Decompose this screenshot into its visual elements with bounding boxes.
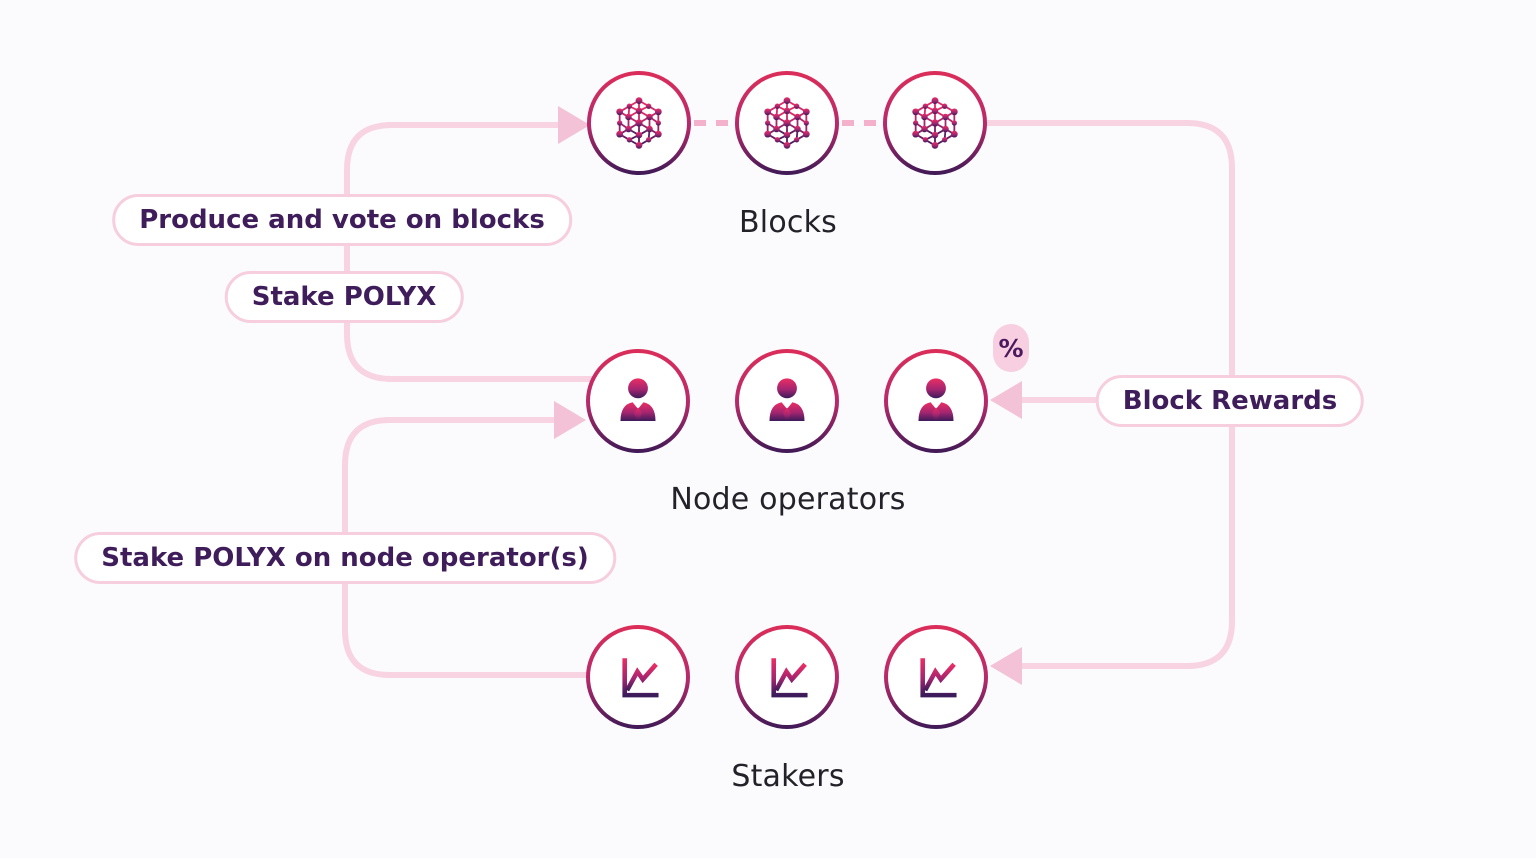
arrow-into-staker-3-icon: [990, 647, 1022, 685]
node-operator-node: [586, 349, 690, 453]
staker-node: [586, 625, 690, 729]
arrow-into-node-operators-icon: [554, 401, 586, 439]
percent-badge: %: [993, 324, 1029, 372]
produce-vote-label: Produce and vote on blocks: [112, 194, 572, 246]
line-chart-icon: [609, 648, 667, 706]
business-person-icon: [758, 372, 816, 430]
block-node: [735, 71, 839, 175]
block-node: [883, 71, 987, 175]
network-icon: [758, 94, 816, 152]
line-chart-icon: [907, 648, 965, 706]
line-chart-icon: [758, 648, 816, 706]
block-node: [587, 71, 691, 175]
stake-polyx-label: Stake POLYX: [224, 271, 464, 323]
node-operators-row-label: Node operators: [670, 482, 906, 517]
network-icon: [610, 94, 668, 152]
stakers-row-label: Stakers: [731, 759, 845, 794]
produce-vote-connector: [344, 122, 592, 382]
blocks-row-label: Blocks: [739, 205, 837, 240]
node-operator-node: [735, 349, 839, 453]
staker-node: [884, 625, 988, 729]
block-rewards-label: Block Rewards: [1095, 375, 1365, 427]
stake-on-node-operators-label: Stake POLYX on node operator(s): [74, 532, 616, 584]
arrow-into-blocks-icon: [558, 106, 590, 144]
arrow-into-node-operator-3-icon: [990, 381, 1022, 419]
business-person-icon: [609, 372, 667, 430]
business-person-icon: [907, 372, 965, 430]
network-icon: [906, 94, 964, 152]
node-operator-node: [884, 349, 988, 453]
staker-node: [735, 625, 839, 729]
